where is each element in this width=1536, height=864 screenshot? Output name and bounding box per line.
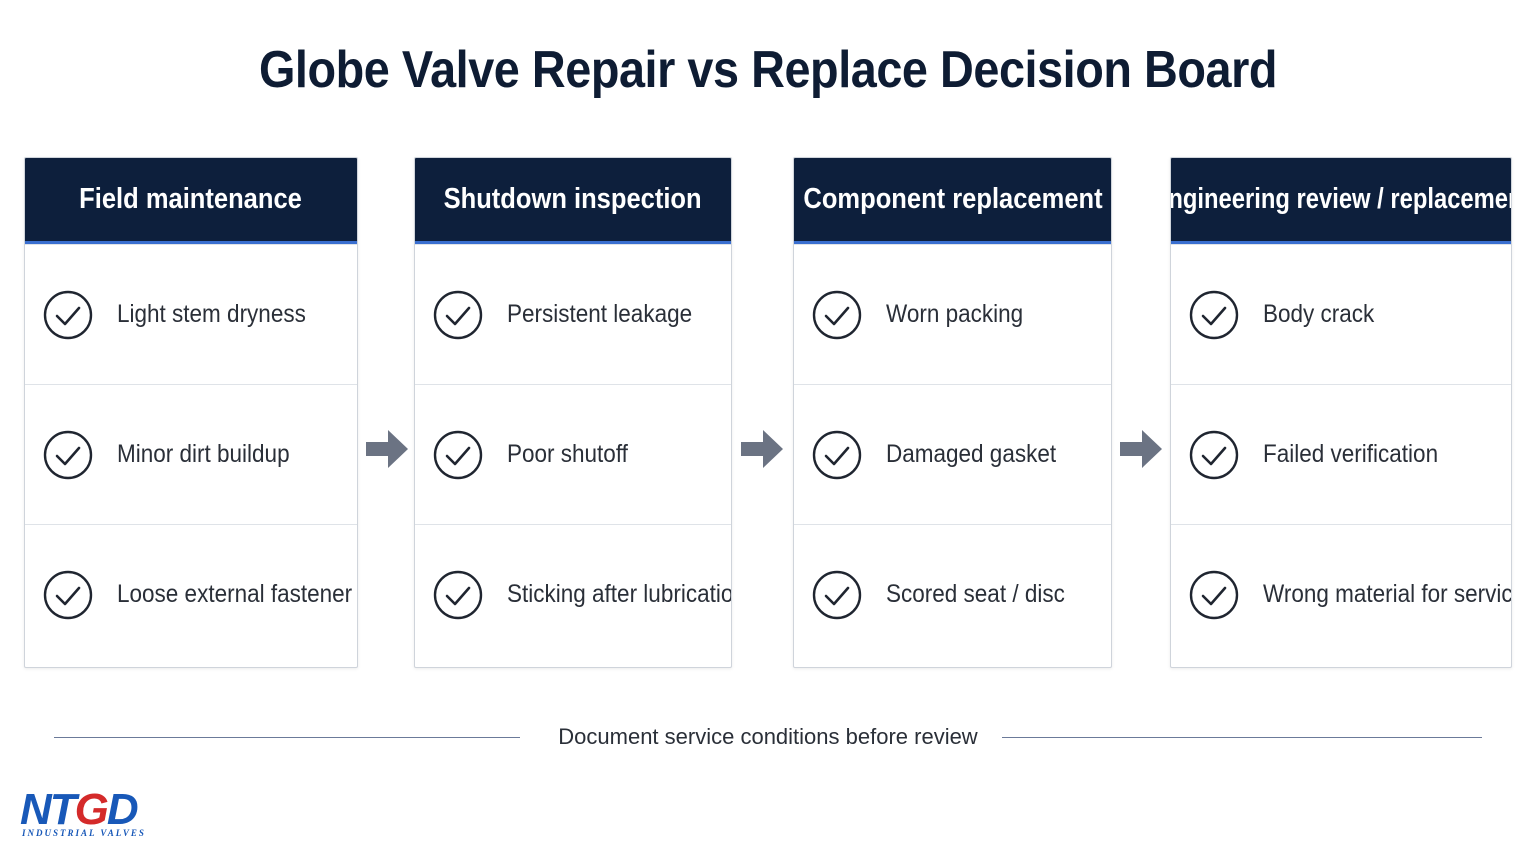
list-item: Loose external fastener (25, 524, 357, 664)
column-header-label: Shutdown inspection (443, 183, 703, 215)
logo-tagline: INDUSTRIAL VALVES (22, 828, 146, 838)
list-item-label: Scored seat / disc (886, 580, 1065, 608)
column-header: Engineering review / replacement (1171, 158, 1511, 244)
right-arrow-icon (366, 430, 408, 468)
right-arrow-icon (741, 430, 783, 468)
list-item: Sticking after lubrication (415, 524, 731, 664)
check-circle-icon (433, 570, 483, 619)
check-circle-icon (1189, 570, 1239, 619)
column-component-replacement: Component replacement Worn packing Damag… (793, 157, 1112, 668)
logo-wordmark: NTGD (20, 785, 139, 834)
check-circle-icon (43, 570, 93, 619)
list-item-label: Poor shutoff (507, 440, 628, 468)
check-circle-icon (433, 290, 483, 339)
list-item: Damaged gasket (794, 384, 1111, 524)
list-item-label: Failed verification (1263, 440, 1439, 468)
list-item: Persistent leakage (415, 244, 731, 384)
company-logo: NTGD INDUSTRIAL VALVES (20, 788, 165, 840)
page-title: Globe Valve Repair vs Replace Decision B… (258, 41, 1278, 99)
footer-divider-right (1002, 737, 1482, 738)
column-shutdown-inspection: Shutdown inspection Persistent leakage P… (414, 157, 732, 668)
column-field-maintenance: Field maintenance Light stem dryness Min… (24, 157, 358, 668)
list-item-label: Sticking after lubrication (507, 580, 732, 608)
list-item: Worn packing (794, 244, 1111, 384)
list-item: Failed verification (1171, 384, 1511, 524)
check-circle-icon (43, 430, 93, 479)
list-item: Wrong material for service (1171, 524, 1511, 664)
check-circle-icon (812, 430, 862, 479)
check-circle-icon (812, 570, 862, 619)
column-header: Field maintenance (25, 158, 357, 244)
column-header: Component replacement (794, 158, 1111, 244)
check-circle-icon (433, 430, 483, 479)
list-item-label: Light stem dryness (117, 300, 306, 328)
list-item-label: Persistent leakage (507, 300, 693, 328)
column-engineering-review: Engineering review / replacement Body cr… (1170, 157, 1512, 668)
column-header-label: Field maintenance (79, 183, 303, 215)
check-circle-icon (1189, 290, 1239, 339)
footer-note: Document service conditions before revie… (558, 724, 978, 749)
list-item-label: Minor dirt buildup (117, 440, 290, 468)
column-header-label: Component replacement (802, 183, 1103, 215)
check-circle-icon (43, 290, 93, 339)
list-item: Body crack (1171, 244, 1511, 384)
list-item-label: Worn packing (886, 300, 1024, 328)
list-item: Light stem dryness (25, 244, 357, 384)
list-item-label: Loose external fastener (117, 580, 353, 608)
list-item: Minor dirt buildup (25, 384, 357, 524)
footer-divider-left (54, 737, 520, 738)
list-item-label: Body crack (1263, 300, 1375, 328)
list-item-label: Wrong material for service (1263, 580, 1512, 608)
list-item: Poor shutoff (415, 384, 731, 524)
check-circle-icon (812, 290, 862, 339)
list-item: Scored seat / disc (794, 524, 1111, 664)
column-header-label: Engineering review / replacement (1170, 183, 1512, 215)
right-arrow-icon (1120, 430, 1162, 468)
list-item-label: Damaged gasket (886, 440, 1057, 468)
column-header: Shutdown inspection (415, 158, 731, 244)
check-circle-icon (1189, 430, 1239, 479)
